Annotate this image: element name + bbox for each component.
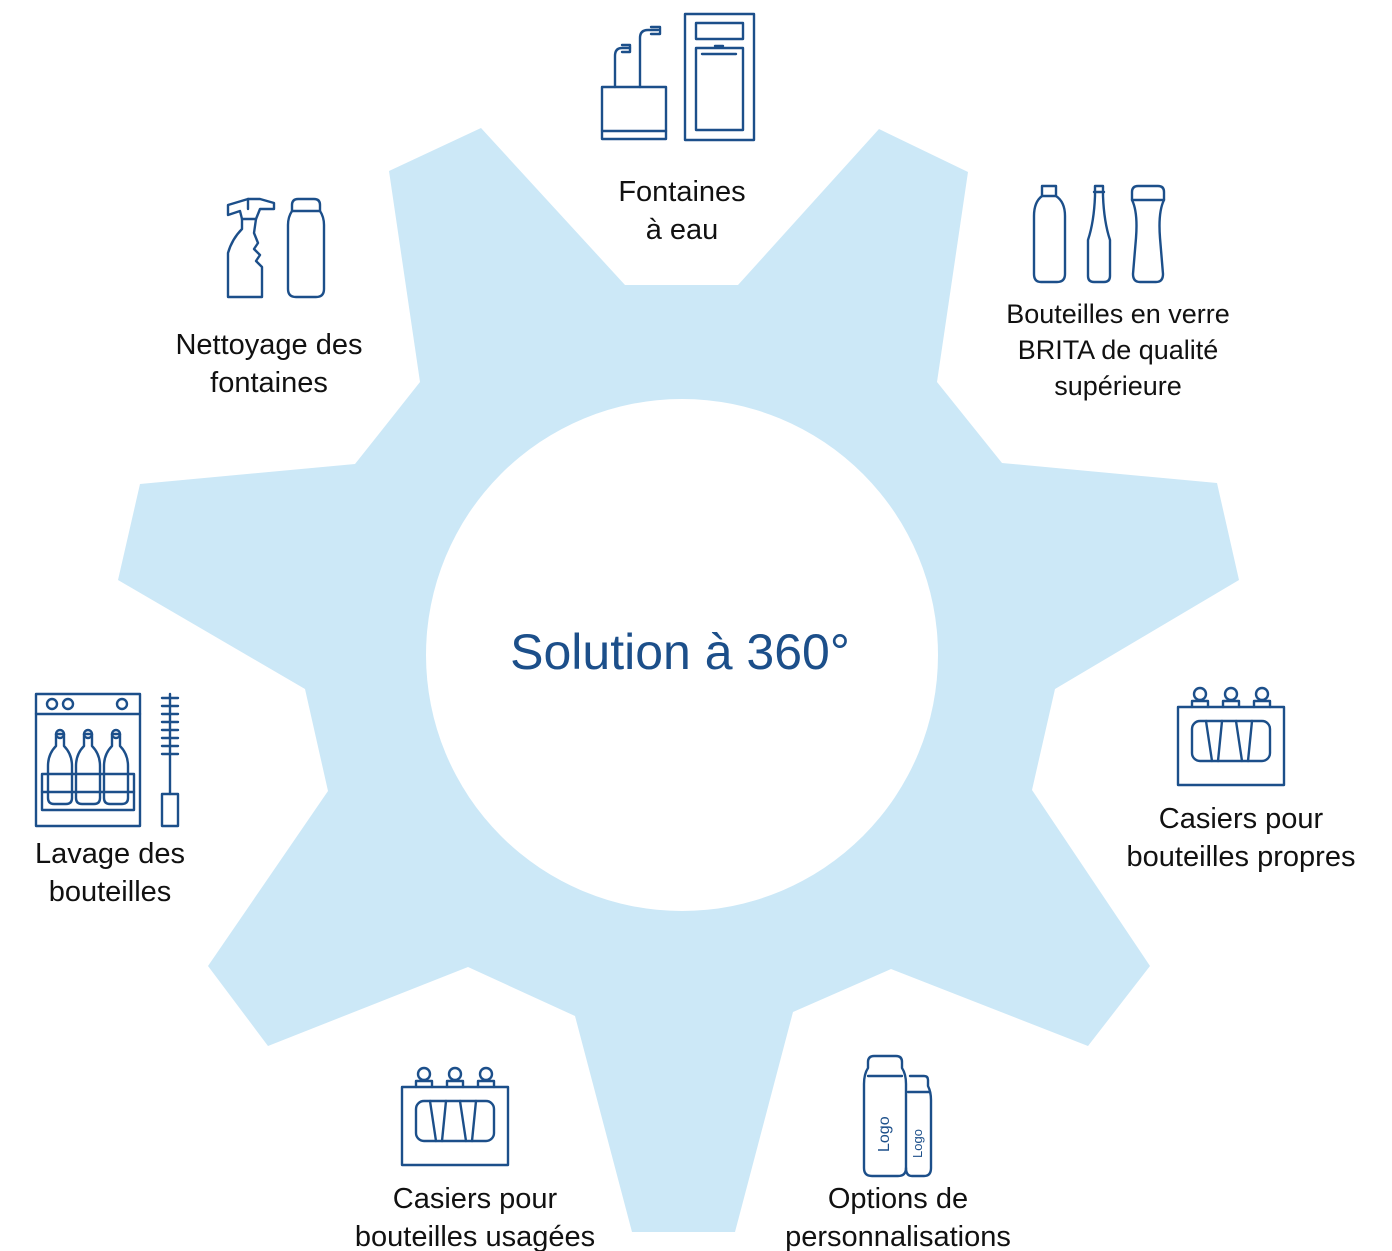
label-line: BRITA de qualité xyxy=(1017,335,1219,365)
logo-bottles-icon: Logo Logo xyxy=(862,1054,933,1178)
label-line: à eau xyxy=(645,214,719,246)
label-line: bouteilles propres xyxy=(1126,841,1356,873)
node-label-fountain-cleaning: Nettoyage des fontaines xyxy=(134,326,404,402)
center-title: Solution à 360° xyxy=(510,624,850,680)
node-label-water-fountains: Fontaines à eau xyxy=(582,173,782,249)
label-line: Options de xyxy=(827,1183,969,1215)
label-line: personnalisations xyxy=(785,1221,1011,1251)
label-line: Casiers pour xyxy=(392,1183,558,1215)
water-fountain-icon xyxy=(600,12,756,142)
label-line: Fontaines xyxy=(618,176,746,208)
node-label-used-crates: Casiers pour bouteilles usagées xyxy=(300,1180,650,1251)
node-label-bottle-washing: Lavage des bouteilles xyxy=(10,835,210,911)
label-line: Nettoyage des xyxy=(175,329,363,361)
gear-center-hole xyxy=(426,399,938,911)
label-line: Lavage des xyxy=(35,838,185,870)
bottle-crate-icon xyxy=(400,1066,510,1167)
glass-bottles-icon xyxy=(1032,184,1166,284)
node-label-clean-crates: Casiers pour bouteilles propres xyxy=(1092,800,1390,876)
node-label-glass-bottles: Bouteilles en verre BRITA de qualité sup… xyxy=(958,296,1278,404)
label-line: Bouteilles en verre xyxy=(1006,299,1230,329)
label-line: bouteilles usagées xyxy=(354,1221,596,1251)
label-line: fontaines xyxy=(210,367,328,399)
logo-text: Logo xyxy=(876,1116,893,1152)
spray-bottle-icon xyxy=(226,197,326,299)
label-line: supérieure xyxy=(1054,371,1182,401)
label-line: bouteilles xyxy=(48,876,172,908)
dishwasher-brush-icon xyxy=(34,692,180,828)
bottle-crate-icon xyxy=(1176,686,1286,787)
node-label-personalisation: Options de personnalisations xyxy=(748,1180,1048,1251)
label-line: Casiers pour xyxy=(1158,803,1324,835)
logo-text: Logo xyxy=(910,1129,925,1158)
